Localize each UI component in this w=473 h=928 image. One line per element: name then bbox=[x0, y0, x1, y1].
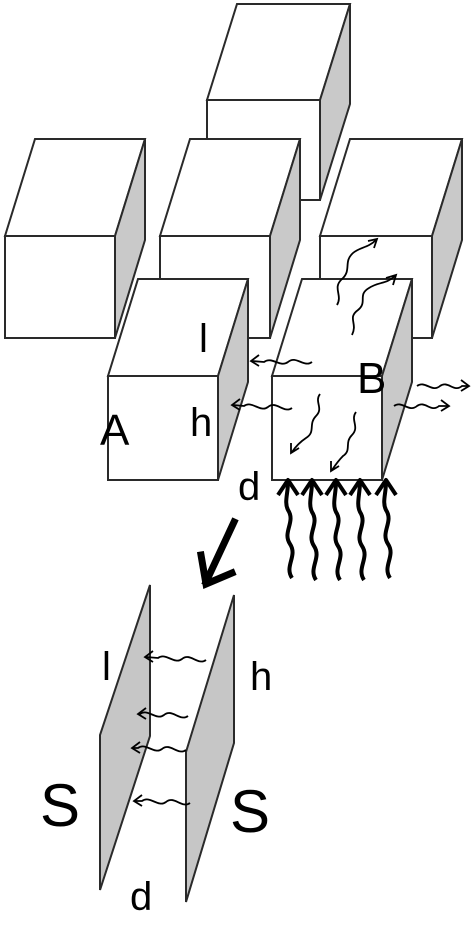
surface-s-label-left: S bbox=[40, 772, 80, 839]
cube-a bbox=[106, 278, 250, 481]
wavy-arrow-icon bbox=[393, 399, 451, 412]
wavy-arrow-icon bbox=[230, 398, 293, 411]
cube-left-row bbox=[3, 138, 147, 339]
wavy-arrow-icon bbox=[330, 411, 357, 473]
wavy-arrows-b-outgoing bbox=[393, 379, 471, 412]
arrow-down-left-icon bbox=[196, 517, 239, 589]
wavy-arrow-icon bbox=[348, 478, 372, 582]
wavy-arrow-icon bbox=[374, 478, 398, 580]
wavy-arrow-icon bbox=[336, 237, 379, 306]
surface-s-label-right: S bbox=[230, 778, 270, 845]
distance-d-label-bottom: d bbox=[130, 875, 152, 919]
wavy-arrow-icon bbox=[324, 478, 348, 582]
cube-a-label: A bbox=[100, 406, 130, 455]
wavy-arrow-icon bbox=[300, 478, 324, 582]
plate-left bbox=[99, 584, 151, 891]
wavy-arrows-inside-b bbox=[290, 393, 357, 473]
wavy-arrow-icon bbox=[416, 379, 471, 392]
wavy-arrows-b-to-a bbox=[230, 354, 313, 411]
wavy-arrows-between-plates bbox=[130, 650, 207, 807]
wavy-arrow-icon bbox=[290, 393, 321, 455]
layer-h-label-top: h bbox=[190, 401, 212, 445]
plate-right bbox=[185, 594, 235, 903]
wavy-arrow-icon bbox=[143, 650, 207, 663]
wavy-arrow-icon bbox=[136, 707, 189, 720]
wavy-arrow-icon bbox=[276, 478, 300, 580]
wavy-arrows-cube-right bbox=[336, 237, 398, 336]
wavy-arrow-icon bbox=[132, 794, 191, 807]
wavy-arrow-icon bbox=[351, 273, 398, 336]
layer-l-label-top: l bbox=[199, 317, 208, 361]
distance-d-label-top: d bbox=[238, 465, 260, 509]
wavy-arrow-icon bbox=[130, 741, 187, 754]
cube-b bbox=[270, 278, 414, 481]
layer-l-label-bottom: l bbox=[102, 645, 111, 689]
cube-b-label: B bbox=[357, 354, 386, 403]
layer-h-label-bottom: h bbox=[250, 655, 272, 699]
bold-wavy-arrows bbox=[276, 478, 398, 582]
wavy-arrow-icon bbox=[249, 354, 313, 367]
